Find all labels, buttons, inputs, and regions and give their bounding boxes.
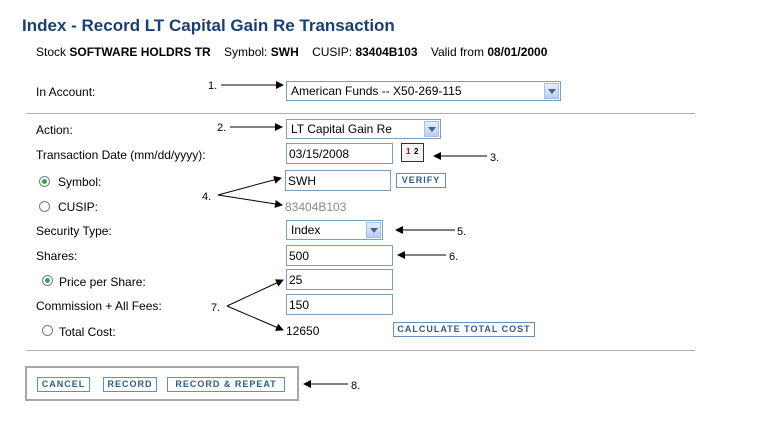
shares-input[interactable]: 500	[286, 245, 393, 266]
valid-label: Valid from	[430, 45, 484, 59]
cancel-button[interactable]: CANCEL	[37, 377, 90, 392]
symbol-input[interactable]: SWH	[285, 170, 391, 191]
total-cost-value: 12650	[286, 324, 320, 338]
stock-name: SOFTWARE HOLDRS TR	[69, 45, 211, 59]
record-repeat-button[interactable]: RECORD & REPEAT	[167, 377, 285, 392]
calendar-icon[interactable]: 1 2	[401, 143, 424, 162]
arrow-4a	[217, 175, 282, 196]
symbol-radio-label: Symbol:	[58, 175, 102, 189]
arrow-4b	[217, 194, 283, 208]
valid-value: 08/01/2000	[487, 45, 548, 59]
divider-bottom	[26, 350, 695, 351]
calculate-total-cost-button[interactable]: CALCULATE TOTAL COST	[393, 322, 535, 337]
commission-label: Commission + All Fees:	[36, 299, 162, 313]
annotation-4: 4.	[202, 191, 212, 203]
action-select-value: LT Capital Gain Re	[291, 122, 392, 136]
verify-button[interactable]: VERIFY	[396, 173, 446, 188]
action-select[interactable]: LT Capital Gain Re	[286, 119, 441, 139]
arrow-7b	[226, 305, 284, 331]
divider-top	[26, 113, 695, 114]
record-button[interactable]: RECORD	[103, 377, 157, 392]
calendar-icon-digit-2: 2	[414, 147, 419, 156]
commission-input[interactable]: 150	[286, 294, 393, 315]
security-type-select-value: Index	[291, 223, 321, 237]
action-label: Action:	[36, 123, 73, 137]
page-title: Index - Record LT Capital Gain Re Transa…	[22, 16, 395, 35]
stock-label: Stock	[36, 45, 67, 59]
chevron-down-icon[interactable]	[366, 222, 381, 238]
arrow-7a	[226, 279, 284, 307]
security-type-label: Security Type:	[36, 224, 112, 238]
stock-info-line: Stock SOFTWARE HOLDRS TR Symbol: SWH CUS…	[36, 45, 547, 59]
symbol-value: SWH	[270, 45, 299, 59]
total-cost-label: Total Cost:	[59, 325, 116, 339]
price-radio[interactable]	[42, 275, 53, 286]
annotation-6: 6.	[449, 251, 459, 263]
total-cost-radio[interactable]	[42, 325, 53, 336]
account-label: In Account:	[36, 85, 96, 99]
cusip-label: CUSIP:	[312, 45, 353, 59]
date-input[interactable]: 03/15/2008	[286, 143, 393, 164]
annotation-8: 8.	[351, 380, 361, 392]
annotation-7: 7.	[211, 302, 221, 314]
symbol-label: Symbol:	[224, 45, 268, 59]
symbol-radio[interactable]	[39, 176, 50, 187]
cusip-value: 83404B103	[355, 45, 418, 59]
chevron-down-icon[interactable]	[424, 121, 439, 137]
chevron-down-icon[interactable]	[544, 83, 559, 99]
cusip-radio-label: CUSIP:	[58, 200, 99, 214]
date-label: Transaction Date (mm/dd/yyyy):	[36, 148, 206, 162]
annotation-5: 5.	[457, 226, 467, 238]
annotation-3: 3.	[490, 152, 500, 164]
security-type-select[interactable]: Index	[286, 220, 383, 240]
price-radio-label: Price per Share:	[59, 275, 146, 289]
price-input[interactable]: 25	[286, 269, 393, 290]
account-select[interactable]: American Funds -- X50-269-115	[286, 81, 561, 101]
annotation-2: 2.	[217, 122, 227, 134]
cusip-radio[interactable]	[39, 201, 50, 212]
action-buttons-frame	[25, 366, 299, 401]
calendar-icon-digit-1: 1	[406, 147, 411, 156]
shares-label: Shares:	[36, 249, 78, 263]
annotation-1: 1.	[208, 80, 218, 92]
account-select-value: American Funds -- X50-269-115	[291, 84, 462, 98]
cusip-readonly-value: 83404B103	[285, 200, 347, 214]
